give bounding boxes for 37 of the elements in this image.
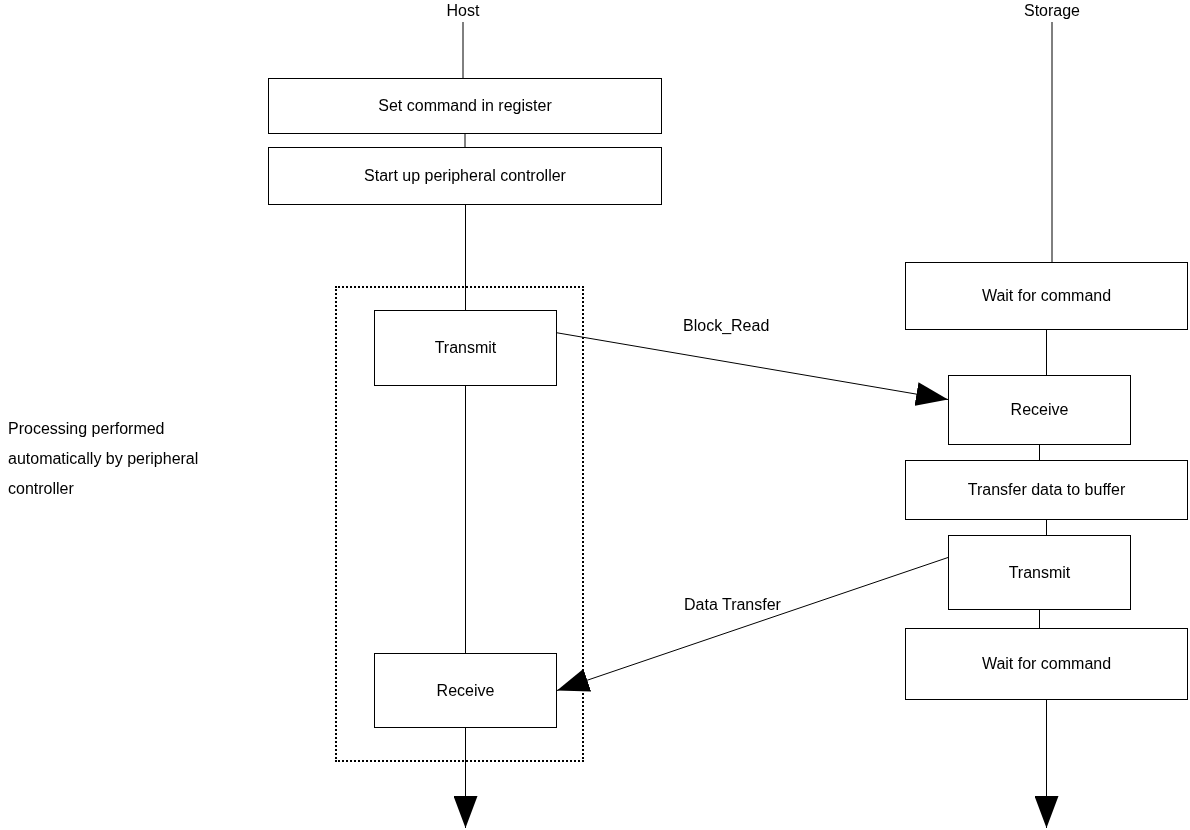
box-label: Transfer data to buffer	[967, 481, 1126, 499]
process-box	[268, 78, 662, 134]
process-box	[268, 147, 662, 205]
box-label: Set command in register	[378, 97, 552, 115]
process-box	[374, 653, 557, 728]
box-label: Receive	[1010, 401, 1069, 419]
lane-heading: Storage	[1017, 0, 1087, 22]
box-label: Wait for command	[981, 655, 1112, 673]
connector-line	[1046, 329, 1047, 376]
process-box	[948, 375, 1131, 445]
arrow	[556, 557, 949, 692]
connector-line	[1051, 21, 1053, 263]
box-label: Start up peripheral controller	[364, 167, 566, 185]
process-box	[948, 535, 1131, 610]
process-box	[905, 628, 1188, 700]
arrow	[1034, 699, 1059, 829]
box-label: Transmit	[434, 339, 497, 357]
connector-line	[1046, 519, 1047, 536]
lane-heading: Host	[433, 0, 493, 22]
edge-label: Block_Read	[683, 317, 770, 335]
edge-label: Data Transfer	[684, 596, 781, 614]
process-box	[905, 262, 1188, 330]
box-label: Receive	[436, 681, 495, 700]
box-label: Transmit	[1008, 563, 1071, 582]
arrow	[453, 727, 478, 829]
connector-line	[465, 385, 466, 654]
connector-line	[462, 21, 464, 79]
connector-line	[464, 133, 466, 148]
process-box	[905, 460, 1188, 520]
annotation-text: Processing performed automatically by peripheral controller	[8, 419, 200, 499]
connector-line	[1039, 444, 1040, 461]
connector-line	[1039, 609, 1040, 629]
process-box	[374, 310, 557, 386]
arrow	[556, 332, 949, 406]
dotted-boundary-box	[335, 286, 584, 762]
box-label: Wait for command	[981, 287, 1112, 305]
connector-line	[465, 204, 466, 311]
